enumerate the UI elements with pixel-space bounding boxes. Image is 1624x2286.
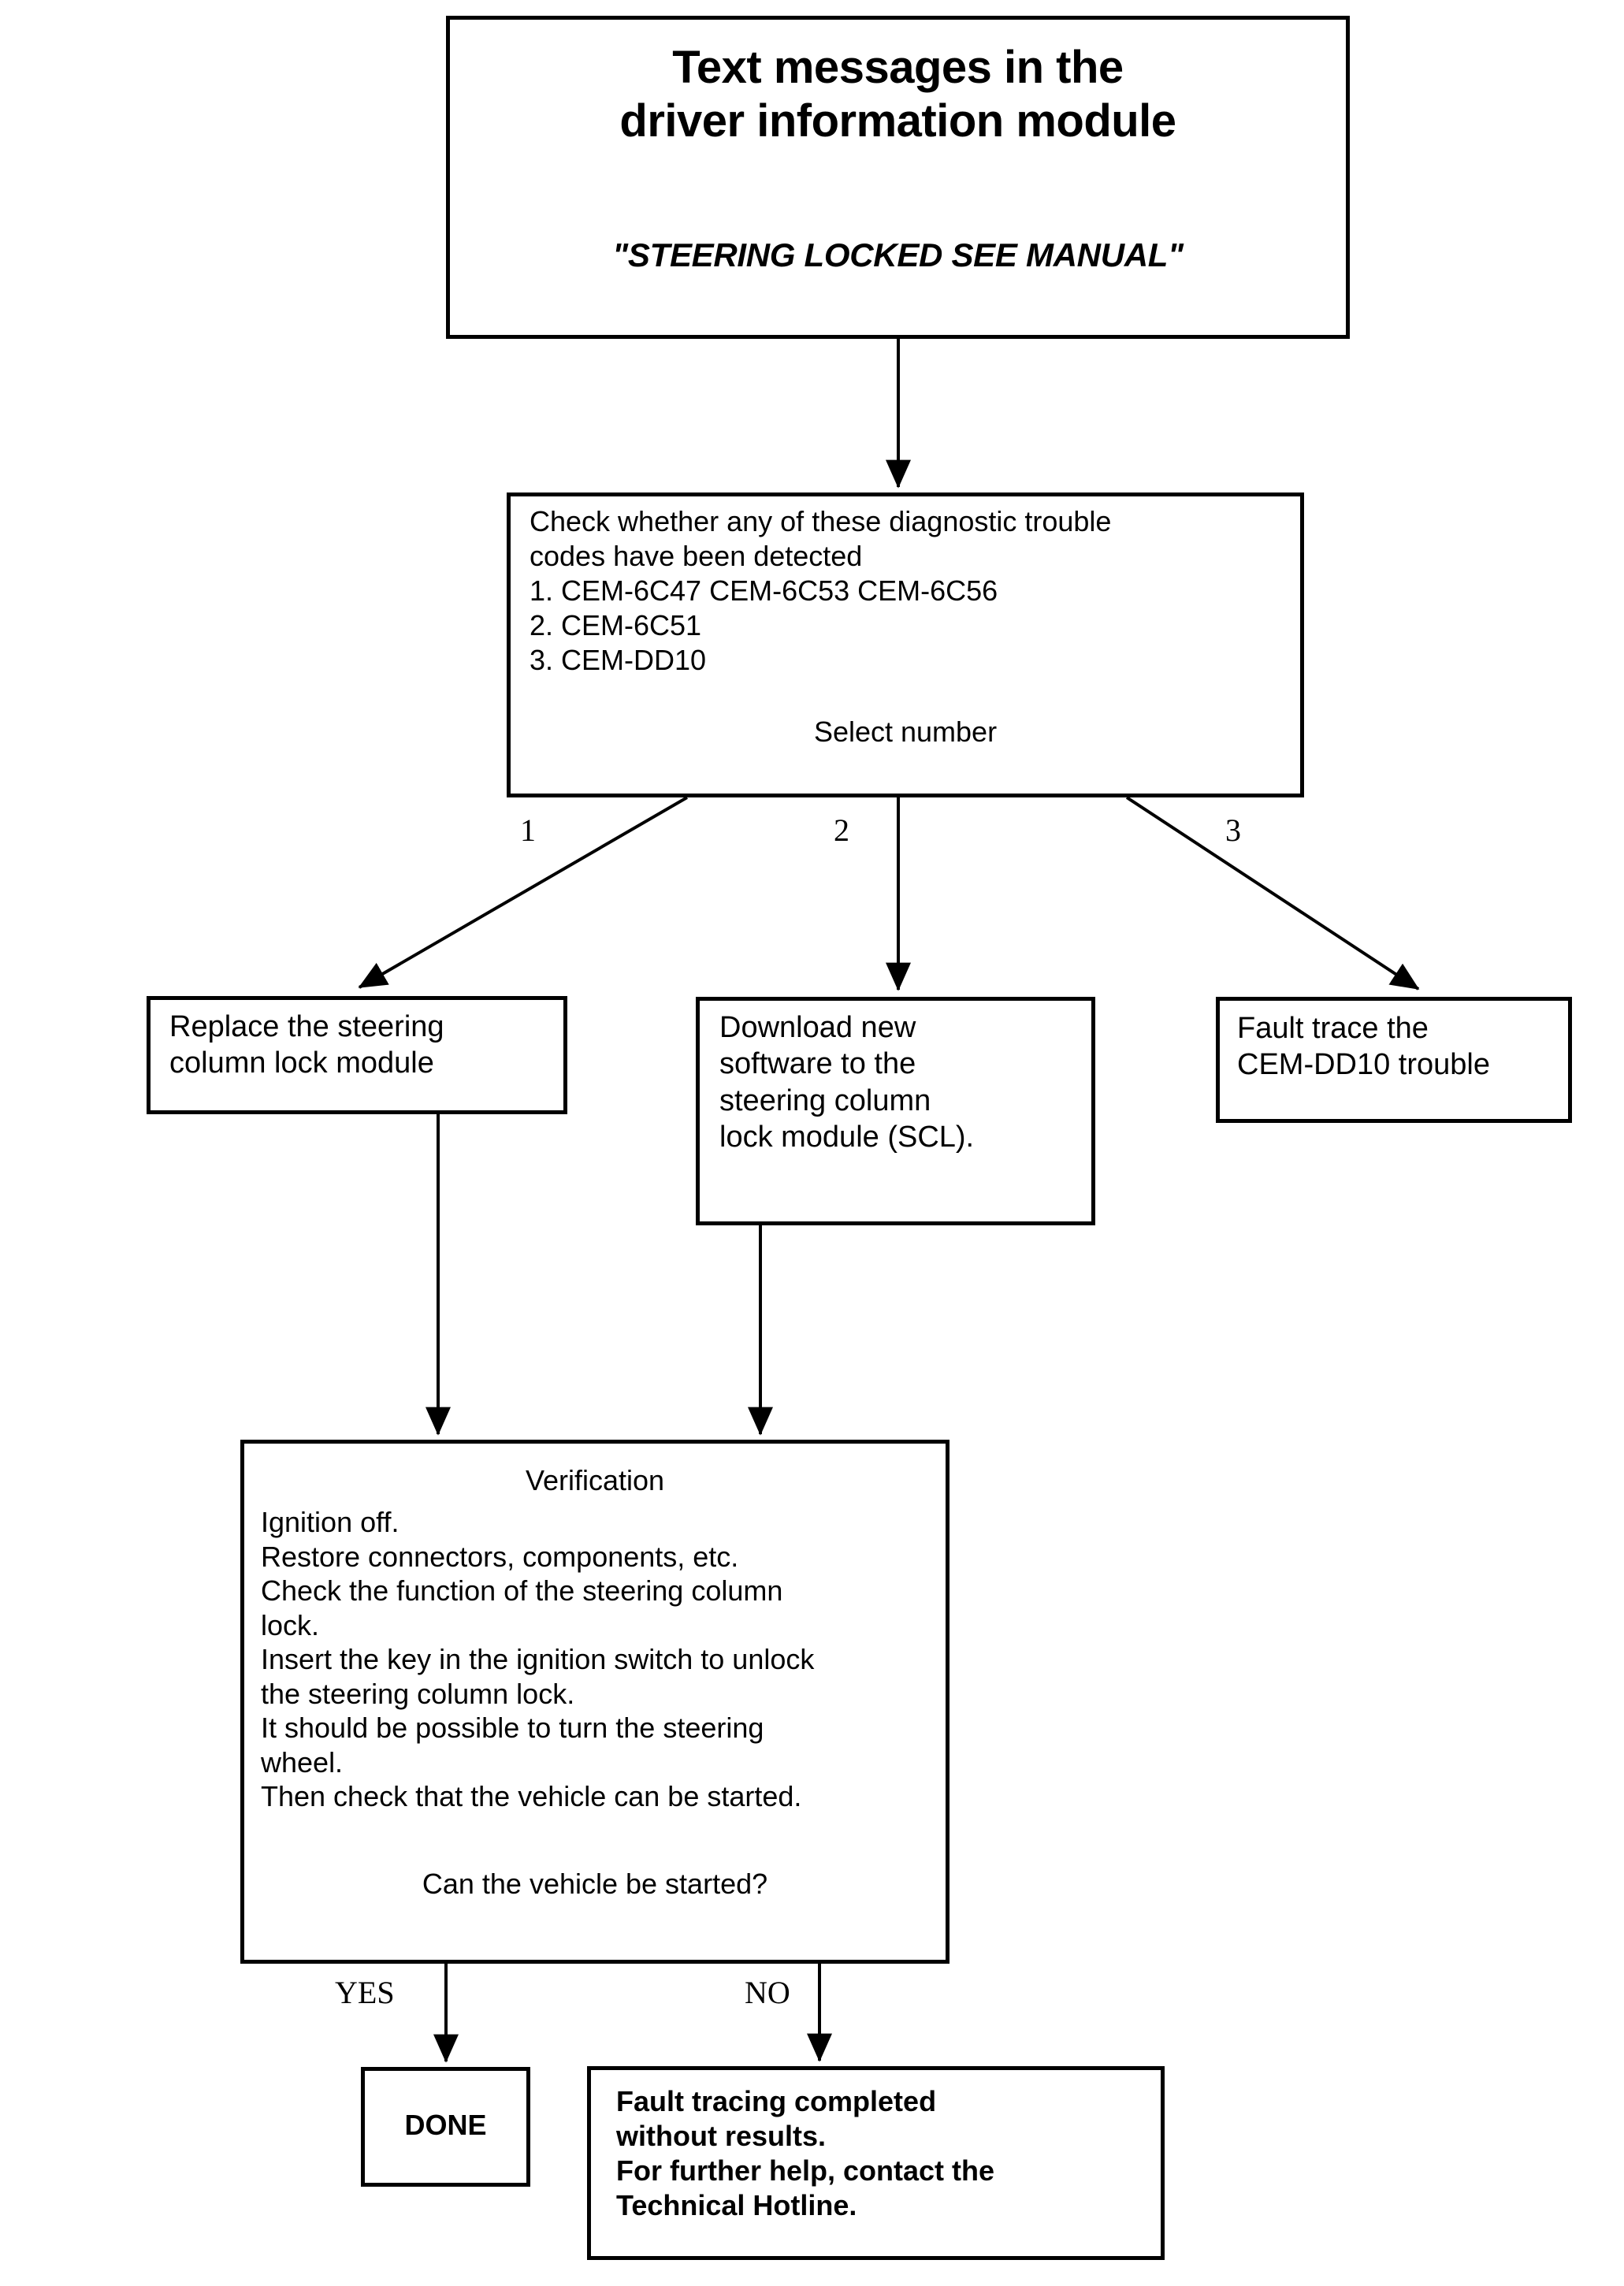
branch-label-2: 2: [834, 812, 849, 848]
action-box-fault-trace: [1216, 997, 1572, 1123]
decision-label-no: NO: [745, 1975, 790, 2010]
action-box-replace-scl: [147, 996, 567, 1114]
terminal-hotline-text: Fault tracing completed without results.…: [616, 2085, 995, 2221]
terminal-box-done: [361, 2067, 530, 2187]
action-box-download-software: [696, 997, 1095, 1225]
action-fault-trace-text: Fault trace the CEM-DD10 trouble: [1237, 1012, 1490, 1082]
decision-label-yes: YES: [335, 1975, 395, 2010]
terminal-box-hotline: [587, 2066, 1165, 2260]
diagnostic-code-box: [507, 493, 1304, 797]
branch-label-1: 1: [520, 812, 536, 848]
page-title: Text messages in the driver information …: [619, 42, 1176, 147]
diagnostic-code-prompt: Check whether any of these diagnostic tr…: [530, 505, 1112, 676]
verification-question: Can the vehicle be started?: [422, 1868, 768, 1900]
verification-steps: Ignition off. Restore connectors, compon…: [261, 1506, 815, 1813]
terminal-done-text: DONE: [404, 2109, 487, 2141]
title-box: [446, 16, 1350, 339]
verification-box: [240, 1440, 950, 1964]
action-replace-scl-text: Replace the steering column lock module: [169, 1010, 444, 1080]
page-subtitle: "STEERING LOCKED SEE MANUAL": [612, 236, 1184, 273]
select-number-label: Select number: [813, 716, 998, 748]
verification-heading: Verification: [525, 1464, 665, 1496]
connector-branch-3: [1125, 796, 1420, 991]
action-download-software-text: Download new software to the steering co…: [719, 1011, 975, 1154]
branch-label-3: 3: [1225, 812, 1241, 848]
